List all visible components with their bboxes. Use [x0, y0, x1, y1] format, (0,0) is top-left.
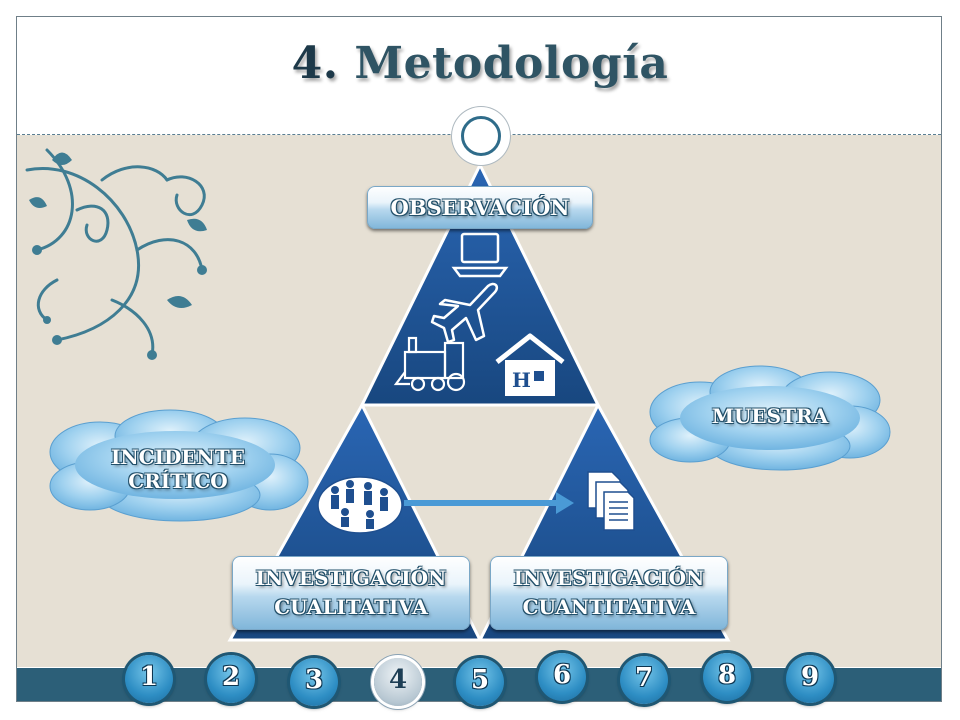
floral-ornament [25, 148, 207, 360]
page-navigation: 1 2 3 4 5 6 7 8 9 [0, 652, 960, 712]
muestra-label: MUESTRA [711, 404, 829, 428]
decorative-ring [452, 107, 510, 165]
incidente-critico-cloud [49, 409, 309, 522]
nav-button-3[interactable]: 3 [290, 658, 338, 706]
airplane-icon [430, 282, 499, 344]
nav-button-4[interactable]: 4 [374, 658, 422, 706]
title-text: Metodología [354, 38, 669, 89]
cuantitativa-line2: CUANTITATIVA [522, 595, 696, 619]
house-letter: H [512, 368, 531, 392]
documents-icon [587, 471, 635, 531]
title-number: 4. [291, 38, 339, 89]
cualitativa-line1: INVESTIGACIÓN [255, 566, 447, 590]
nav-button-6[interactable]: 6 [538, 653, 586, 701]
nav-button-7[interactable]: 7 [620, 656, 668, 704]
page-title: 4. Metodología [0, 38, 960, 89]
nav-button-9[interactable]: 9 [786, 655, 834, 703]
nav-button-5[interactable]: 5 [456, 658, 504, 706]
cuantitativa-line1: INVESTIGACIÓN [513, 566, 705, 590]
investigacion-cuantitativa-label: INVESTIGACIÓN CUANTITATIVA [490, 556, 728, 630]
muestra-cloud [649, 365, 891, 471]
nav-button-1[interactable]: 1 [125, 655, 173, 703]
right-arrow-icon [404, 492, 574, 514]
locomotive-icon [393, 336, 466, 392]
investigacion-cualitativa-label: INVESTIGACIÓN CUALITATIVA [232, 556, 470, 630]
nav-button-2[interactable]: 2 [207, 655, 255, 703]
cualitativa-line2: CUALITATIVA [274, 595, 428, 619]
observacion-label: OBSERVACIÓN [367, 186, 593, 229]
incidente-critico-label: INCIDENTE CRÍTICO [58, 445, 298, 493]
nav-button-8[interactable]: 8 [703, 653, 751, 701]
laptop-icon [451, 232, 509, 278]
people-group-icon [317, 476, 403, 534]
house-icon: H [495, 333, 565, 396]
incidente-line2: CRÍTICO [128, 469, 228, 493]
incidente-line1: INCIDENTE [111, 445, 245, 469]
